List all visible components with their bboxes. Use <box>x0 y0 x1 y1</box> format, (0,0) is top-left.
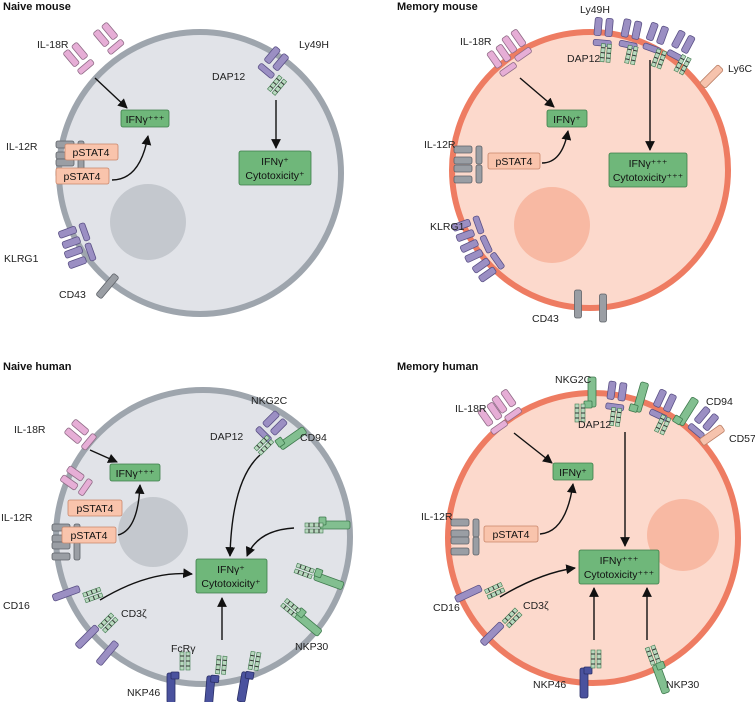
svg-text:IFNγ⁺⁺⁺: IFNγ⁺⁺⁺ <box>116 468 155 480</box>
label-cd43: CD43 <box>532 313 559 325</box>
svg-text:Cytotoxicity⁺: Cytotoxicity⁺ <box>245 170 305 182</box>
label-klrg1: KLRG1 <box>430 221 465 233</box>
label-cd3z: CD3ζ <box>121 608 147 620</box>
label-dap12: DAP12 <box>210 431 243 443</box>
label-ly49h: Ly49H <box>580 4 610 16</box>
label-nkg2c: NKG2C <box>555 374 592 386</box>
label-ly6c: Ly6C <box>728 63 753 75</box>
arrow <box>245 527 295 557</box>
pstat4-box-2: pSTAT4 <box>61 526 117 544</box>
label-fcrg: FcRγ <box>171 643 196 655</box>
nucleus <box>110 184 186 260</box>
arrow <box>111 135 152 181</box>
label-nkp30: NKP30 <box>666 679 699 691</box>
ifng-cytotoxicity-box: IFNγ⁺ Cytotoxicity⁺ <box>195 558 268 594</box>
svg-text:Cytotoxicity⁺⁺⁺: Cytotoxicity⁺⁺⁺ <box>613 172 684 184</box>
label-dap12: DAP12 <box>578 419 611 431</box>
svg-text:IFNγ⁺: IFNγ⁺ <box>559 467 587 479</box>
svg-text:pSTAT4: pSTAT4 <box>493 529 530 541</box>
label-cd94: CD94 <box>300 432 327 444</box>
ifng-box: IFNγ⁺ <box>552 462 594 481</box>
svg-text:IFNγ⁺: IFNγ⁺ <box>261 156 289 168</box>
label-il18r: IL-18R <box>455 403 487 415</box>
panel-title: Memory mouse <box>397 1 478 13</box>
label-dap12: DAP12 <box>567 53 600 65</box>
arrow <box>541 130 572 164</box>
ifng-box: IFNγ⁺⁺⁺ <box>120 109 170 128</box>
panel-title: Naive mouse <box>3 1 71 13</box>
ifng-cytotoxicity-box: IFNγ⁺⁺⁺ Cytotoxicity⁺⁺⁺ <box>578 549 660 585</box>
label-cd16: CD16 <box>3 600 30 612</box>
arrow <box>513 432 553 464</box>
pstat4-box: pSTAT4 <box>483 525 539 543</box>
pstat4-box-2: pSTAT4 <box>55 167 110 185</box>
arrow <box>499 564 576 598</box>
nucleus <box>118 497 188 567</box>
arrow <box>94 77 128 109</box>
svg-text:IFNγ⁺⁺⁺: IFNγ⁺⁺⁺ <box>629 158 668 170</box>
arrow <box>519 77 555 108</box>
ifng-box: IFNγ⁺ <box>546 109 588 128</box>
label-dap12: DAP12 <box>212 71 245 83</box>
panel-memory-mouse: Memory mouse IL-18R IL-12R KLRG1 CD43 <box>397 1 753 325</box>
label-klrg1: KLRG1 <box>4 253 39 265</box>
nucleus <box>514 187 590 263</box>
panel-naive-mouse: Naive mouse IL-18R IL-12R KLRG1 CD43 Ly4… <box>3 1 344 317</box>
arrow <box>99 568 193 601</box>
arrow <box>225 454 261 557</box>
arrow <box>89 449 118 463</box>
ifng-cytotoxicity-box: IFNγ⁺⁺⁺ Cytotoxicity⁺⁺⁺ <box>608 152 688 188</box>
label-il12r: IL-12R <box>421 511 453 523</box>
svg-text:IFNγ⁺: IFNγ⁺ <box>217 564 245 576</box>
svg-text:Cytotoxicity⁺: Cytotoxicity⁺ <box>201 578 261 590</box>
il12r-receptor <box>450 518 480 556</box>
label-il18r: IL-18R <box>460 36 492 48</box>
panel-naive-human: Naive human IL-18R IL-12R CD16 CD3ζ <box>1 361 353 702</box>
label-ly49h: Ly49H <box>299 39 329 51</box>
ifng-cytotoxicity-box: IFNγ⁺ Cytotoxicity⁺ <box>238 150 312 186</box>
svg-text:IFNγ⁺⁺⁺: IFNγ⁺⁺⁺ <box>126 114 165 126</box>
panel-title: Naive human <box>3 361 72 373</box>
label-il18r: IL-18R <box>37 39 69 51</box>
ifng-box: IFNγ⁺⁺⁺ <box>109 463 161 482</box>
svg-text:pSTAT4: pSTAT4 <box>71 530 108 542</box>
label-cd57: CD57 <box>729 433 755 445</box>
label-cd43: CD43 <box>59 289 86 301</box>
svg-text:pSTAT4: pSTAT4 <box>496 156 533 168</box>
arrow <box>539 483 577 535</box>
label-nkp30: NKP30 <box>295 641 328 653</box>
panel-memory-human: Memory human IL-18R IL-12R CD16 CD3ζ NKP… <box>397 361 755 699</box>
panel-title: Memory human <box>397 361 479 373</box>
pstat4-box: pSTAT4 <box>487 152 541 170</box>
nucleus <box>647 499 719 571</box>
svg-text:pSTAT4: pSTAT4 <box>64 171 101 183</box>
label-cd94: CD94 <box>706 396 733 408</box>
svg-text:pSTAT4: pSTAT4 <box>73 147 110 159</box>
label-il12r: IL-12R <box>1 512 33 524</box>
ly6c-receptor <box>699 64 724 89</box>
label-cd3z: CD3ζ <box>523 600 549 612</box>
pstat4-box-1: pSTAT4 <box>64 143 119 161</box>
svg-text:Cytotoxicity⁺⁺⁺: Cytotoxicity⁺⁺⁺ <box>584 569 655 581</box>
svg-text:pSTAT4: pSTAT4 <box>77 503 114 515</box>
label-il12r: IL-12R <box>424 139 456 151</box>
label-nkp46: NKP46 <box>533 679 566 691</box>
svg-text:IFNγ⁺⁺⁺: IFNγ⁺⁺⁺ <box>600 555 639 567</box>
label-il12r: IL-12R <box>6 141 38 153</box>
label-il18r: IL-18R <box>14 424 46 436</box>
pstat4-box-1: pSTAT4 <box>67 499 123 517</box>
label-nkp46: NKP46 <box>127 687 160 699</box>
arrow <box>117 484 145 536</box>
svg-text:IFNγ⁺: IFNγ⁺ <box>553 114 581 126</box>
label-cd16: CD16 <box>433 602 460 614</box>
label-nkg2c: NKG2C <box>251 395 288 407</box>
